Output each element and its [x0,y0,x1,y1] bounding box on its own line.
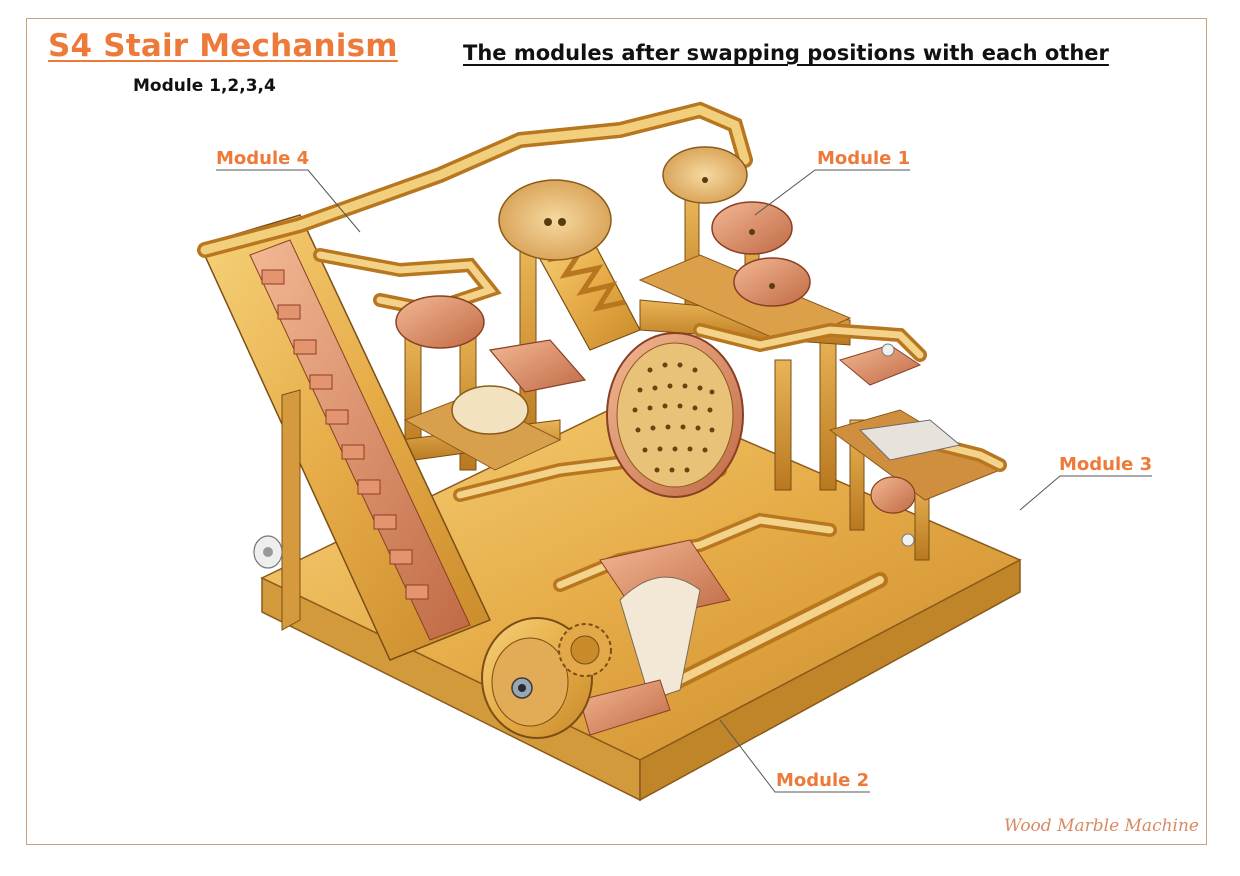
motor-icon [253,535,283,569]
watermark: Wood Marble Machine [1004,816,1199,836]
callout-module-4: Module 4 [216,148,310,169]
module-subtitle: Module 1,2,3,4 [133,76,276,96]
peg-wheel [606,332,744,498]
drawing-frame [26,18,1207,845]
callout-module-2: Module 2 [776,770,870,791]
module-4-cups [395,295,587,435]
callout-module-3: Module 3 [1059,454,1153,475]
caption-title: The modules after swapping positions wit… [463,41,1109,65]
callout-module-1: Module 1 [817,148,911,169]
module-3-parts [838,343,962,547]
gear-icon [558,623,612,677]
page-title: S4 Stair Mechanism [48,28,398,64]
funnel-disc [498,179,612,261]
callout-leaders [216,169,1152,793]
module-2-parts [579,539,731,736]
stair-lift [198,214,492,661]
module-1-cups [662,146,811,307]
